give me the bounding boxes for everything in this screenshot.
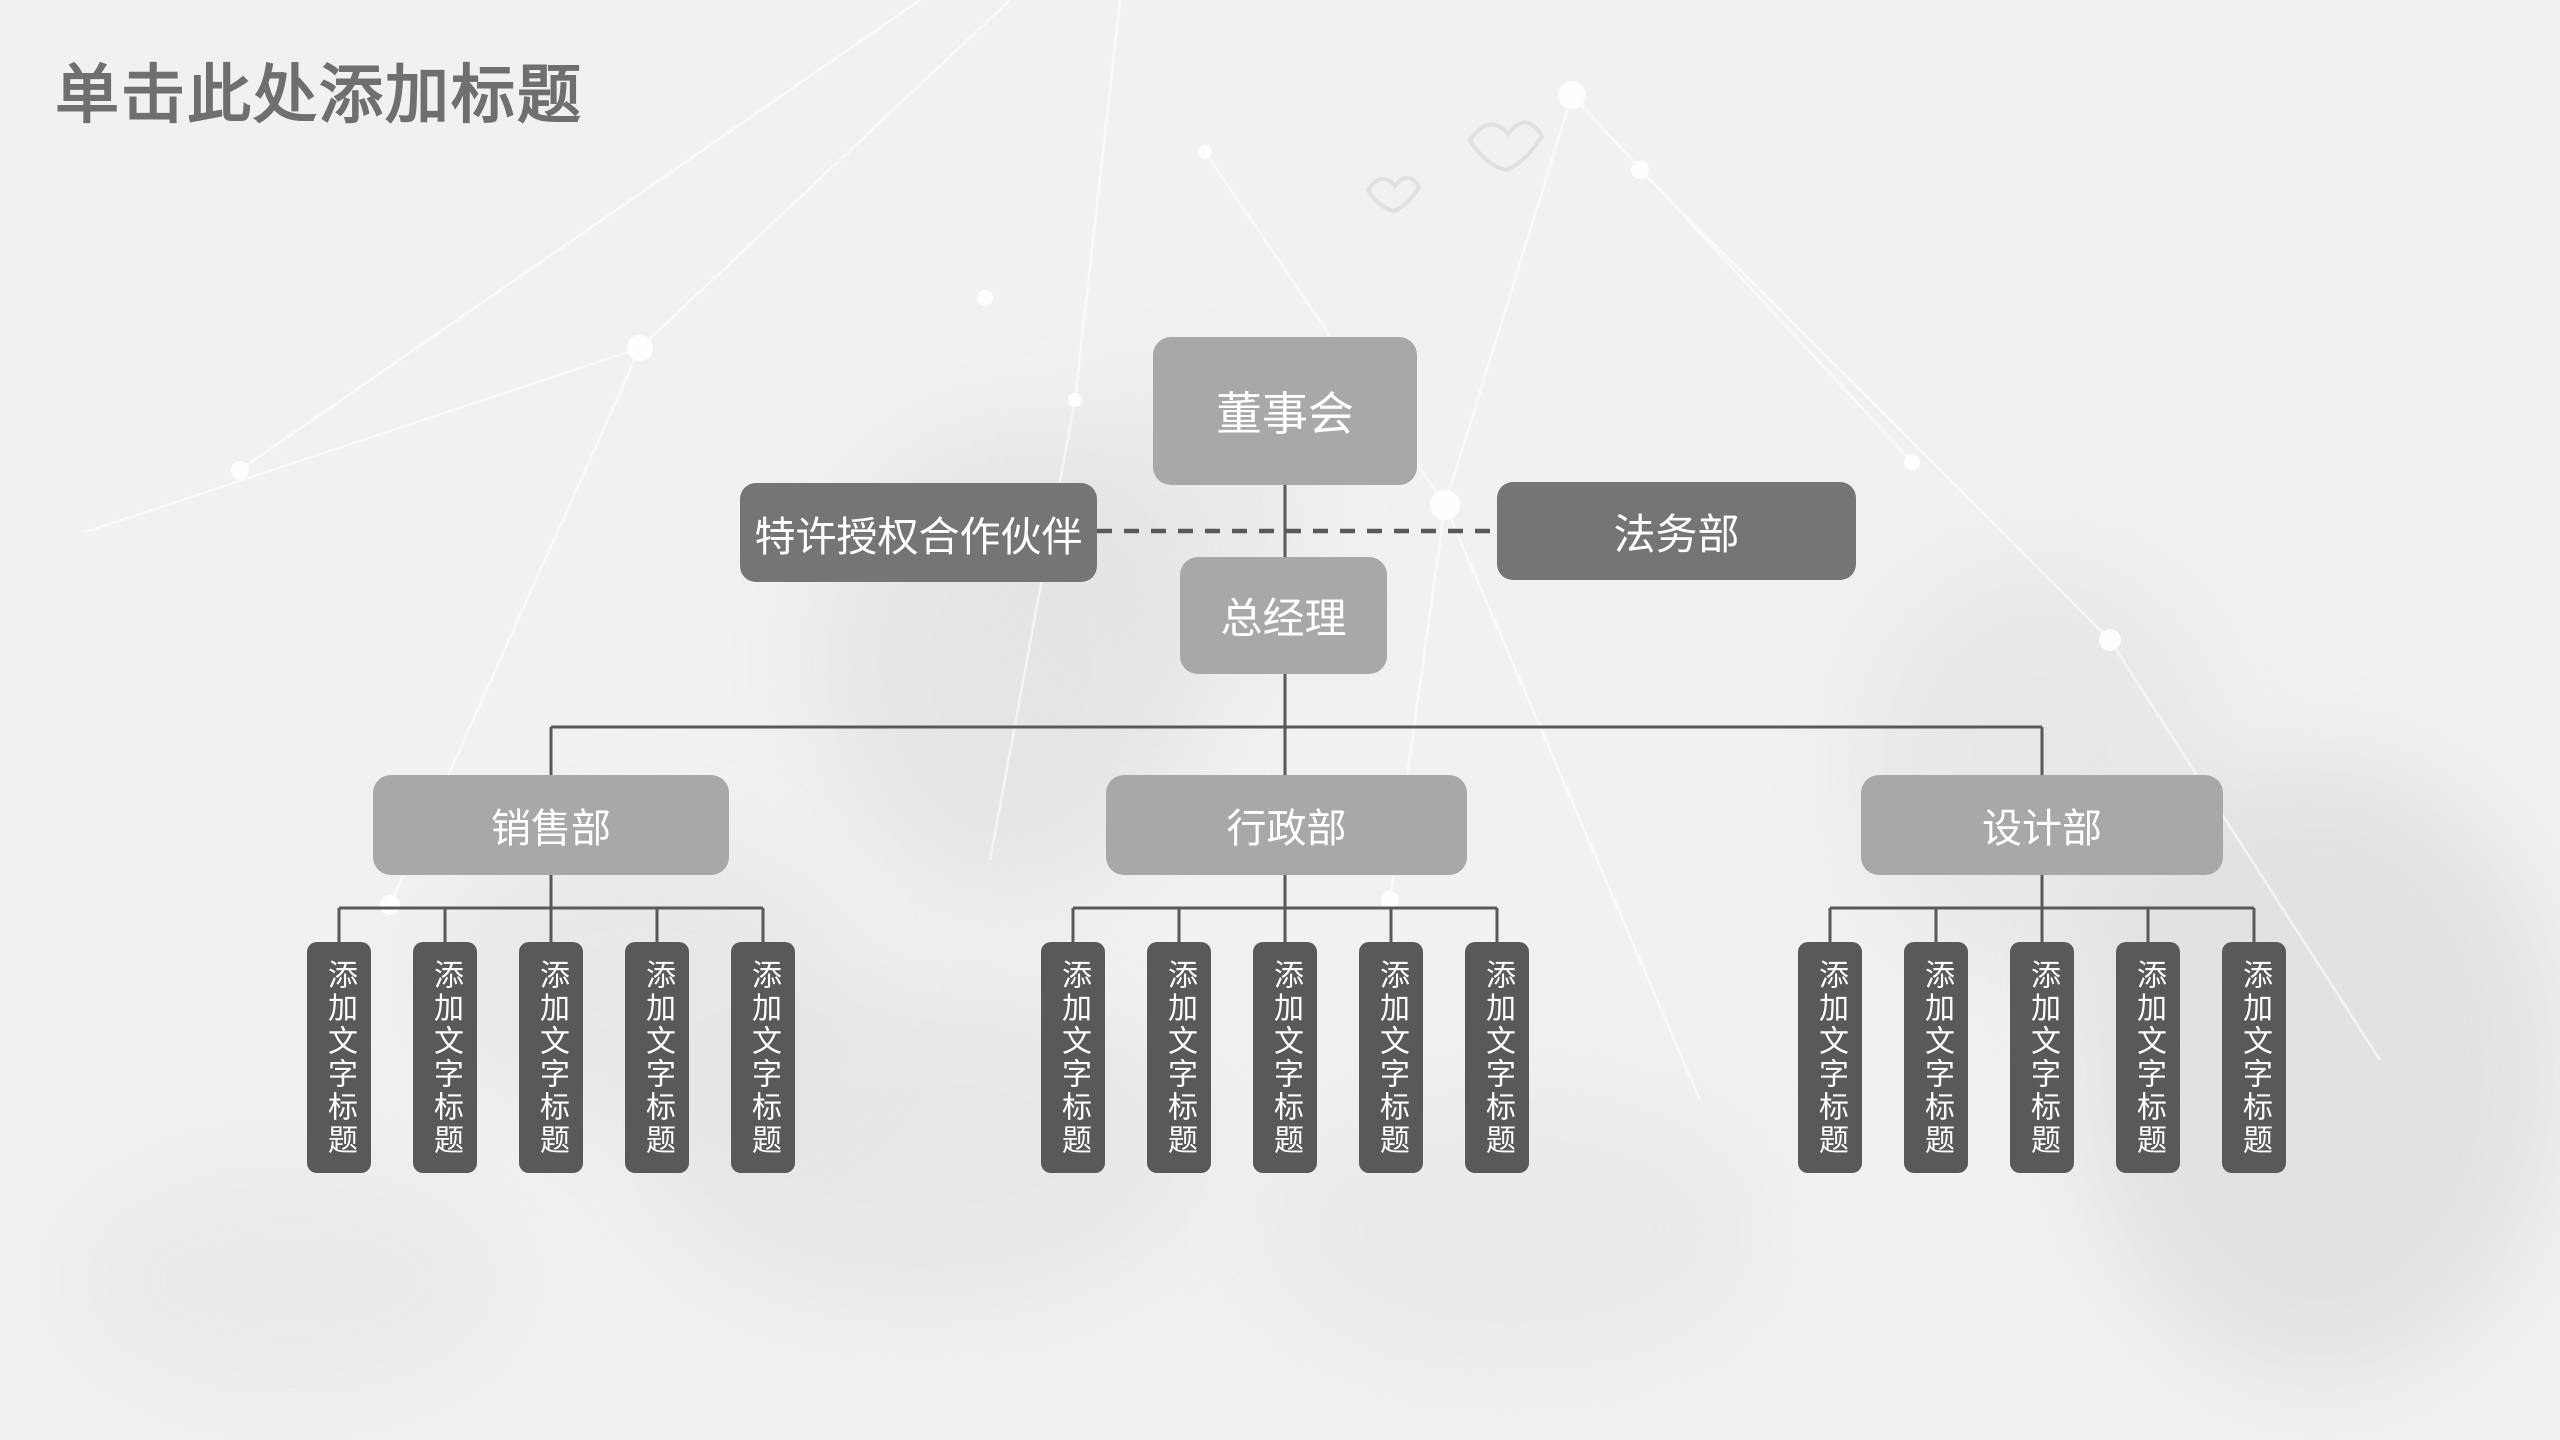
org-box-board-label: 董事会 — [1216, 388, 1354, 440]
org-box-leaf[interactable]: 添加文字标题 — [1465, 942, 1529, 1173]
org-box-leaf[interactable]: 添加文字标题 — [1798, 942, 1862, 1173]
org-box-dept-admin[interactable]: 行政部 — [1106, 775, 1467, 875]
org-box-leaf[interactable]: 添加文字标题 — [413, 942, 477, 1173]
org-box-leaf[interactable]: 添加文字标题 — [731, 942, 795, 1173]
org-box-leaf[interactable]: 添加文字标题 — [625, 942, 689, 1173]
leaf-label: 添加文字标题 — [2238, 958, 2271, 1157]
watermark-grass-left — [60, 1150, 520, 1410]
org-box-leaf[interactable]: 添加文字标题 — [307, 942, 371, 1173]
leaf-label: 添加文字标题 — [641, 958, 674, 1157]
org-box-leaf[interactable]: 添加文字标题 — [1904, 942, 1968, 1173]
org-box-partner[interactable]: 特许授权合作伙伴 — [740, 483, 1097, 582]
leaf-label: 添加文字标题 — [747, 958, 780, 1157]
leaf-label: 添加文字标题 — [1375, 958, 1408, 1157]
org-box-dept-sales-label: 销售部 — [491, 807, 611, 851]
leaf-label: 添加文字标题 — [535, 958, 568, 1157]
org-box-legal-label: 法务部 — [1613, 510, 1740, 558]
org-box-leaf[interactable]: 添加文字标题 — [2010, 942, 2074, 1173]
leaf-label: 添加文字标题 — [1269, 958, 1302, 1157]
watermark-rocks-center — [640, 980, 1200, 1310]
leaf-label: 添加文字标题 — [2026, 958, 2059, 1157]
org-box-leaf[interactable]: 添加文字标题 — [2116, 942, 2180, 1173]
org-box-legal[interactable]: 法务部 — [1497, 482, 1856, 580]
org-box-leaf[interactable]: 添加文字标题 — [1041, 942, 1105, 1173]
org-box-dept-design-label: 设计部 — [1982, 807, 2102, 851]
org-box-leaf[interactable]: 添加文字标题 — [1359, 942, 1423, 1173]
leaf-label: 添加文字标题 — [2132, 958, 2165, 1157]
org-box-dept-design[interactable]: 设计部 — [1861, 775, 2223, 875]
bird-icon — [1366, 120, 1545, 214]
leaf-label: 添加文字标题 — [1163, 958, 1196, 1157]
leaf-label: 添加文字标题 — [1057, 958, 1090, 1157]
org-box-dept-sales[interactable]: 销售部 — [373, 775, 729, 875]
org-box-partner-label: 特许授权合作伙伴 — [754, 513, 1083, 560]
org-box-general-manager-label: 总经理 — [1220, 595, 1347, 642]
org-box-leaf[interactable]: 添加文字标题 — [2222, 942, 2286, 1173]
org-box-general-manager[interactable]: 总经理 — [1180, 557, 1387, 674]
leaf-label: 添加文字标题 — [429, 958, 462, 1157]
org-box-board[interactable]: 董事会 — [1153, 337, 1417, 485]
leaf-label: 添加文字标题 — [1481, 958, 1514, 1157]
leaf-label: 添加文字标题 — [1920, 958, 1953, 1157]
org-box-leaf[interactable]: 添加文字标题 — [1147, 942, 1211, 1173]
leaf-label: 添加文字标题 — [323, 958, 356, 1157]
org-box-leaf[interactable]: 添加文字标题 — [519, 942, 583, 1173]
watermark-deer-right — [1860, 560, 2220, 980]
leaf-label: 添加文字标题 — [1814, 958, 1847, 1157]
org-box-leaf[interactable]: 添加文字标题 — [1253, 942, 1317, 1173]
org-box-dept-admin-label: 行政部 — [1226, 807, 1347, 851]
slide-title[interactable]: 单击此处添加标题 — [55, 59, 583, 131]
